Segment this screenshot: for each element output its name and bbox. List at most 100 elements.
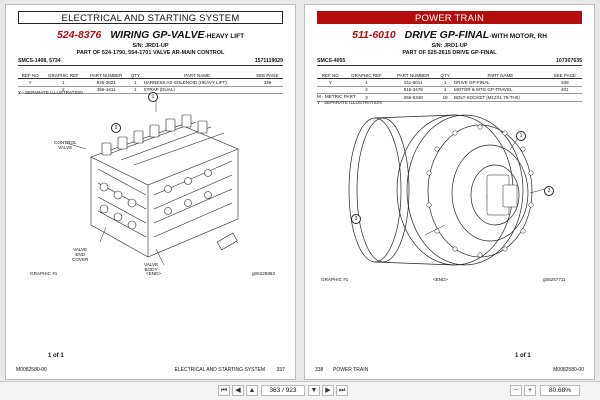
cell-part-name: HARNESS AS-SOLENOID (HEAVY LIFT) (142, 78, 252, 87)
page-number-input[interactable]: 363 / 923 (261, 385, 305, 396)
right-page: POWER TRAIN 511-6010 DRIVE GP-FINAL-WITH… (304, 4, 595, 380)
figure-id: g06225853 (252, 271, 275, 276)
col-see-page: SEE PAGE (251, 65, 283, 79)
end-marker: <END> (146, 271, 162, 276)
cell-qty: 1 (437, 86, 453, 94)
footer-section: ELECTRICAL AND STARTING SYSTEM (174, 367, 265, 373)
table-row: Y 1 511-6011 1 DRIVE GP-FINAL 339 (317, 78, 582, 87)
section-title: POWER TRAIN (317, 11, 582, 24)
part-number: 511-6010 (352, 29, 396, 41)
callout-bubble-2: 2 (111, 123, 121, 133)
viewer-toolbar: ⏮ ◀ ▲ 363 / 923 ▼ ▶ ⏭ − + 80.68% (0, 381, 600, 400)
col-part-number: PART NUMBER (389, 65, 438, 79)
table-row: 2 516-3478 1 MOTOR & MTG GP-TRAVEL 401 (317, 86, 582, 94)
cell-note: Y (317, 78, 344, 87)
next-page-icon[interactable]: ▶ (322, 385, 334, 396)
zoom-level[interactable]: 80.68% (540, 385, 580, 396)
page-title: 511-6010 DRIVE GP-FINAL-WITH MOTOR, RH (317, 29, 582, 41)
footer-page-number: 337 (276, 367, 285, 373)
cell-part-number[interactable]: 266-5348 (389, 93, 438, 102)
cell-gref: 2 (343, 86, 390, 94)
col-qty: QTY (437, 65, 453, 79)
cell-qty: 1 (437, 78, 453, 87)
callout-valve-body: VALVE BODY (144, 262, 159, 273)
last-page-icon[interactable]: ⏭ (336, 385, 348, 396)
cell-qty: 1 (128, 78, 143, 87)
part-of: PART OF 524-1790, 554-1701 VALVE AR-MAIN… (76, 50, 225, 56)
callout-bubble-1: 1 (148, 92, 158, 102)
cell-see-page[interactable] (547, 93, 582, 102)
note-separate: Y - SEPARATE ILLUSTRATION (18, 90, 83, 95)
page-title: 524-8376 WIRING GP-VALVE-HEAVY LIFT (18, 29, 283, 41)
col-part-name: PART NAME (452, 65, 548, 79)
cell-part-name: MOTOR & MTG GP-TRAVEL (452, 86, 548, 94)
serial-range: S/N: JRD1-UP (132, 43, 169, 49)
page-of-count: 1 of 1 (48, 353, 64, 359)
title-text: WIRING GP-VALVE (110, 29, 205, 41)
note-metric: M - METRIC PART (317, 94, 356, 99)
cell-note (18, 86, 43, 94)
zoom-in-icon[interactable]: + (524, 385, 536, 396)
table-row: 3 266-5348 18 BOLT-SOCKET (M12X1.75-TH0) (317, 93, 582, 102)
col-see-page: SEE PAGE (547, 65, 582, 79)
cell-part-number[interactable]: 356-1611 (84, 86, 129, 94)
part-of: PART OF 525-2615 DRIVE GP-FINAL (402, 50, 497, 56)
cell-note (317, 86, 344, 94)
doc-code: 1571119029 (254, 58, 283, 64)
page-footer: 338 POWER TRAIN M0082580-00 (315, 365, 584, 373)
cell-see-page[interactable]: 339 (251, 78, 283, 87)
cell-qty: 1 (128, 86, 143, 94)
first-page-icon[interactable]: ⏮ (218, 385, 230, 396)
footer-page-number: 338 (315, 367, 324, 373)
page-down-icon[interactable]: ▼ (308, 385, 320, 396)
cell-note (317, 93, 344, 102)
ref-row: SMCS-4055 107307635 (317, 58, 582, 65)
page-up-icon[interactable]: ▲ (246, 385, 258, 396)
col-part-name: PART NAME (142, 65, 252, 79)
col-ref-no: REF NO (18, 65, 43, 79)
cell-see-page[interactable]: 401 (547, 86, 582, 94)
cell-gref: 1 (343, 78, 390, 87)
table-row: 2 356-1611 1 STRAP (DUAL) (18, 86, 283, 94)
title-suffix: -HEAVY LIFT (204, 33, 245, 40)
cell-part-name: BOLT-SOCKET (M12X1.75-TH0) (452, 93, 548, 102)
cell-part-name: STRAP (DUAL) (142, 86, 252, 94)
cell-part-number[interactable]: 516-3478 (389, 86, 438, 94)
end-marker: <END> (433, 277, 449, 282)
page-footer: M0082580-00 ELECTRICAL AND STARTING SYST… (16, 365, 285, 373)
callout-bubble-3: 3 (351, 214, 361, 224)
col-graphic-ref: GRAPHIC REF (42, 65, 85, 79)
parts-table: REF NO GRAPHIC REF PART NUMBER QTY PART … (317, 65, 582, 102)
cell-note: Y (18, 78, 43, 87)
graphic-label: GRAPHIC #1 (321, 277, 349, 282)
prev-page-icon[interactable]: ◀ (232, 385, 244, 396)
section-title: ELECTRICAL AND STARTING SYSTEM (18, 11, 283, 24)
graphic-label: GRAPHIC #1 (30, 271, 58, 276)
table-row: Y 1 525-3621 1 HARNESS AS-SOLENOID (HEAV… (18, 78, 283, 87)
serial-range: S/N: JRD1-UP (431, 43, 468, 49)
cell-gref: 1 (42, 78, 85, 87)
smcs-code: SMCS-1408, 5734 (18, 58, 61, 64)
cell-part-name: DRIVE GP-FINAL (452, 78, 548, 87)
callout-bubble-2: 2 (544, 186, 554, 196)
left-page: ELECTRICAL AND STARTING SYSTEM 524-8376 … (5, 4, 296, 380)
footer-doc-id: M0082580-00 (553, 367, 584, 373)
cell-gref: 2 (42, 86, 85, 94)
col-graphic-ref: GRAPHIC REF (343, 65, 390, 79)
cell-part-number[interactable]: 525-3621 (84, 78, 129, 87)
title-text: DRIVE GP-FINAL (404, 29, 490, 41)
part-number: 524-8376 (56, 29, 102, 41)
callout-control-valve: CONTROL VALVE (54, 140, 77, 151)
note-separate: Y - SEPARATE ILLUSTRATION (317, 100, 382, 105)
zoom-out-icon[interactable]: − (510, 385, 522, 396)
footer-doc-id: M0082580-00 (16, 367, 47, 373)
cell-part-number[interactable]: 511-6011 (389, 78, 438, 87)
smcs-code: SMCS-4055 (317, 58, 346, 64)
figure-id: g06257711 (543, 277, 566, 282)
cell-gref: 3 (343, 93, 390, 102)
cell-see-page[interactable]: 339 (547, 78, 582, 87)
parts-table: REF NO GRAPHIC REF PART NUMBER QTY PART … (18, 65, 283, 94)
col-part-number: PART NUMBER (84, 65, 129, 79)
cell-see-page[interactable] (251, 86, 283, 94)
col-qty: QTY (128, 65, 143, 79)
